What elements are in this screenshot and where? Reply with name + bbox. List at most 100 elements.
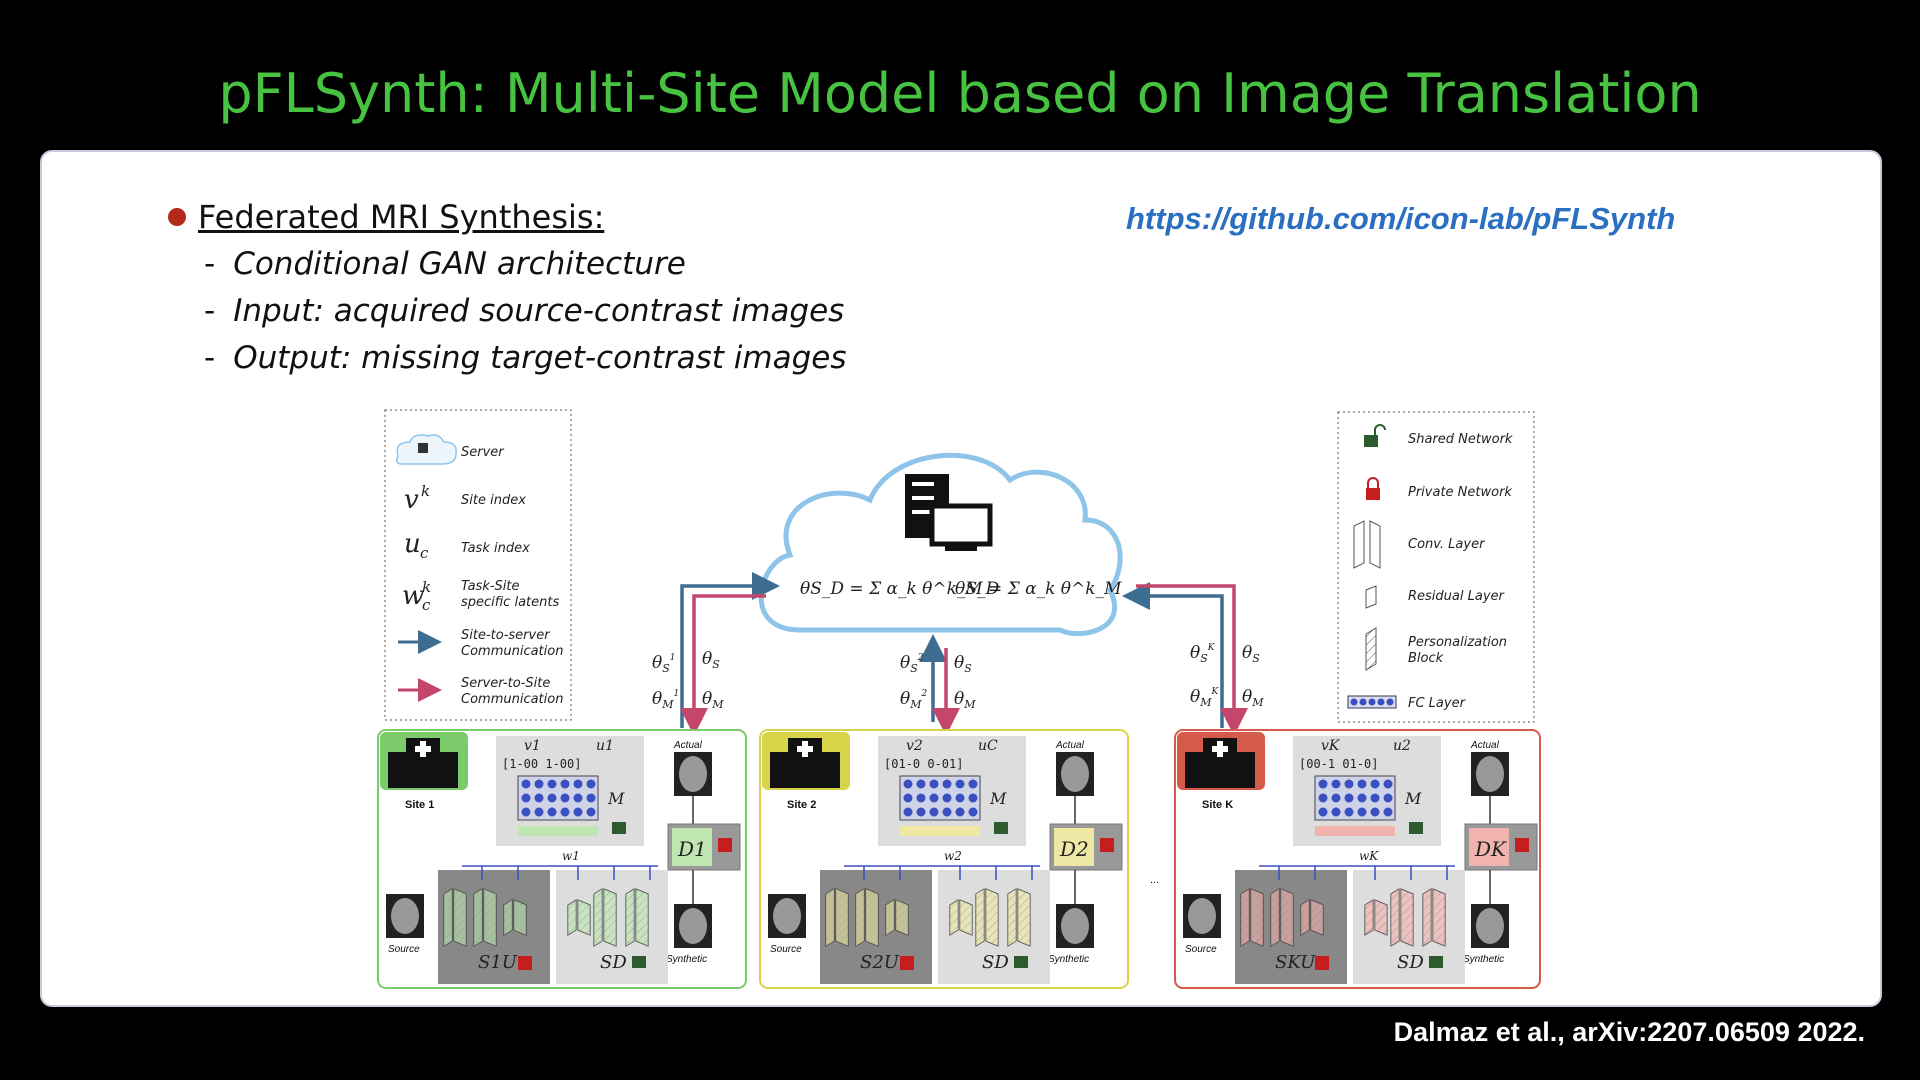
lock-icon: [1100, 838, 1114, 852]
task-vector: uC: [978, 738, 998, 754]
decoder-label: SD: [1397, 952, 1424, 973]
conv-layer-icon: [1354, 521, 1380, 568]
unlocked-icon: [1014, 956, 1028, 968]
latent-code: [00-1 01-0]: [1299, 757, 1378, 771]
theta-labels: θS1 θM1 θS θM θS2 θM2 θS θM θSK θMK θS θ…: [652, 643, 1264, 711]
legend-s2site-1: Server-to-Site: [461, 676, 550, 691]
mapper-label: M: [607, 789, 625, 808]
encoder-label: SKU: [1275, 952, 1316, 973]
theta-down-K-M: θM: [1242, 687, 1264, 709]
encoder-label: S1U: [478, 952, 518, 973]
theta-down-K: θS: [1242, 643, 1260, 665]
server-cloud: θS_D = Σ α_k θ^k_S_D θM = Σ α_k θ^k_M: [761, 455, 1122, 633]
legend-right: Shared Network Private Network Conv. Lay…: [1338, 412, 1534, 722]
lock-icon: [1515, 838, 1529, 852]
theta-down-2: θS: [954, 653, 972, 675]
discriminator-label: D1: [677, 837, 707, 861]
theta-up-K-M: θMK: [1190, 687, 1220, 709]
mapper-network: [518, 776, 598, 820]
discriminator-label: DK: [1474, 837, 1507, 861]
residual-layer-icon: [1366, 586, 1376, 608]
server-icon: [418, 443, 428, 453]
mapper-label: M: [989, 789, 1007, 808]
legend-shared: Shared Network: [1408, 432, 1513, 447]
legend-s2s-1: Site-to-server: [461, 628, 551, 643]
legend-personal-2: Block: [1408, 651, 1444, 666]
site-vector: v1: [524, 738, 541, 754]
site-name: Site 1: [405, 799, 434, 811]
legend-conv: Conv. Layer: [1408, 537, 1486, 552]
legend-server: Server: [461, 445, 505, 460]
actual-label: Actual: [1470, 740, 1500, 751]
mapper-label: M: [1404, 789, 1422, 808]
latent-w: w1: [562, 849, 580, 863]
theta-up-2-M: θM2: [900, 689, 928, 711]
site-name: Site 2: [787, 799, 816, 811]
legend-s2s-2: Communication: [461, 644, 563, 659]
site-index-sup: k: [421, 482, 430, 500]
mapper-network: [900, 776, 980, 820]
down-arrow-siteK: [1136, 586, 1234, 722]
actual-label: Actual: [1055, 740, 1085, 751]
source-label: Source: [1185, 944, 1217, 955]
personalization-block-icon: [1366, 628, 1376, 670]
monitor-icon: [932, 506, 990, 544]
legend-latents-2: specific latents: [461, 595, 559, 610]
lock-icon: [900, 956, 914, 970]
legend-private: Private Network: [1408, 485, 1512, 500]
sites-group: Site 1 v1 u1 [1-00 1-00] Mw1 ActualD1Syntheti…: [378, 730, 1540, 988]
unlocked-icon: [1409, 822, 1423, 834]
ellipsis: ...: [1150, 874, 1159, 886]
legend-left: Server v k Site index u c Task index w k…: [385, 410, 571, 720]
legend-residual: Residual Layer: [1408, 589, 1506, 604]
unlocked-icon: [1429, 956, 1443, 968]
source-label: Source: [388, 944, 420, 955]
unlocked-icon: [994, 822, 1008, 834]
decoder-label: SD: [600, 952, 627, 973]
unlocked-icon: [632, 956, 646, 968]
legend-personal-1: Personalization: [1408, 635, 1507, 650]
unlocked-icon: [1364, 435, 1378, 447]
lock-icon: [518, 956, 532, 970]
latent-code: [01-0 0-01]: [884, 757, 963, 771]
legend-task-index: Task index: [461, 541, 530, 556]
latent-code: [1-00 1-00]: [502, 757, 581, 771]
legend-latents-1: Task-Site: [461, 579, 520, 594]
latent-w: w2: [944, 849, 962, 863]
unlocked-icon: [612, 822, 626, 834]
latent-w: wK: [1359, 849, 1379, 863]
synthetic-label: Synthetic: [1463, 954, 1504, 965]
lock-icon: [1315, 956, 1329, 970]
task-vector: u2: [1393, 738, 1411, 754]
legend-site-index: Site index: [461, 493, 526, 508]
lock-icon: [718, 838, 732, 852]
theta-up-1: θS1: [652, 653, 676, 675]
latents-sub: c: [422, 596, 431, 614]
theta-down-2-M: θM: [954, 689, 976, 711]
latents-symbol: w: [402, 581, 424, 611]
aggregation-eq-2: θM = Σ α_k θ^k_M: [955, 579, 1122, 599]
task-index-sub: c: [420, 544, 429, 562]
site-vector: vK: [1321, 738, 1341, 754]
actual-label: Actual: [673, 740, 703, 751]
task-vector: u1: [596, 738, 614, 754]
theta-down-1: θS: [702, 649, 720, 671]
task-index-symbol: u: [404, 529, 421, 559]
legend-fc: FC Layer: [1408, 696, 1467, 711]
site-index-symbol: v: [404, 485, 419, 515]
source-label: Source: [770, 944, 802, 955]
encoder-label: S2U: [860, 952, 900, 973]
citation: Dalmaz et al., arXiv:2207.06509 2022.: [1394, 1017, 1865, 1048]
synthetic-label: Synthetic: [1048, 954, 1089, 965]
lock-icon: [1366, 488, 1380, 500]
site-name: Site K: [1202, 799, 1233, 811]
theta-down-1-M: θM: [702, 689, 724, 711]
theta-up-2: θS2: [900, 653, 924, 675]
decoder-label: SD: [982, 952, 1009, 973]
theta-up-1-M: θM1: [652, 689, 679, 711]
site-vector: v2: [906, 738, 923, 754]
